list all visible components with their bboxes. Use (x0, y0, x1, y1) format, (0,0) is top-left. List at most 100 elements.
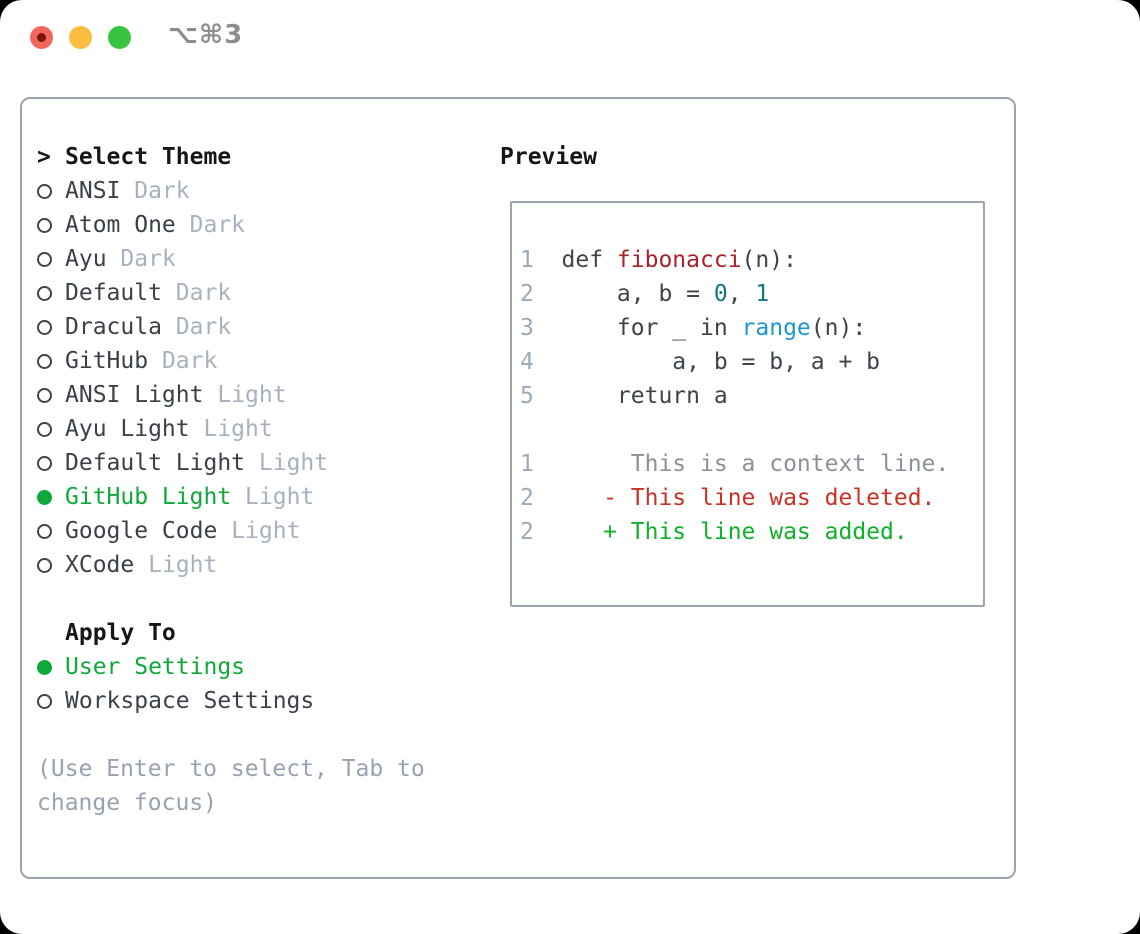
preview-box (510, 201, 985, 607)
code-token: - This line was deleted. (561, 485, 936, 511)
theme-name: Dracula (65, 314, 162, 340)
theme-option[interactable]: ANSI Light Light (37, 378, 328, 412)
theme-variant-badge: Dark (161, 348, 218, 374)
code-token: (n): (741, 247, 797, 273)
theme-option[interactable]: XCode Light (37, 548, 328, 582)
code-line: 5 return a (520, 379, 949, 413)
theme-name: Google Code (65, 518, 218, 544)
apply-to-option-label: User Settings (65, 654, 246, 680)
theme-name: Default Light (65, 450, 246, 476)
apply-to-option[interactable]: Workspace Settings (37, 684, 314, 718)
close-dot-icon (37, 33, 46, 42)
radio-unselected-icon[interactable] (37, 455, 52, 471)
theme-option[interactable]: Default Light Light (37, 446, 328, 480)
code-line (520, 413, 949, 447)
code-line: 4 a, b = b, a + b (520, 345, 949, 379)
radio-unselected-icon[interactable] (37, 693, 52, 709)
theme-option[interactable]: Ayu Dark (37, 242, 328, 276)
line-number: 1 (520, 451, 534, 477)
code-token: 1 (755, 281, 770, 307)
code-line: 2 a, b = 0, 1 (520, 277, 949, 311)
radio-unselected-icon[interactable] (37, 183, 52, 199)
radio-unselected-icon[interactable] (37, 285, 52, 301)
code-line: 3 for _ in range(n): (520, 311, 949, 345)
code-token: a, b = b, a + b (561, 349, 881, 375)
theme-name: GitHub (65, 348, 149, 374)
radio-selected-icon[interactable] (37, 659, 52, 675)
apply-to-option[interactable]: User Settings (37, 650, 314, 684)
theme-list-header-label: Select Theme (65, 144, 232, 170)
code-token: (n): (810, 315, 867, 341)
theme-variant-badge: Dark (120, 246, 176, 272)
theme-name: Ayu (65, 246, 107, 272)
theme-option[interactable]: Dracula Dark (37, 310, 328, 344)
theme-name: Ayu Light (65, 416, 190, 442)
preview-title: Preview (500, 144, 597, 170)
theme-variant-badge: Dark (175, 314, 232, 340)
theme-option[interactable]: Ayu Light Light (37, 412, 328, 446)
radio-unselected-icon[interactable] (37, 353, 52, 369)
radio-unselected-icon[interactable] (37, 523, 52, 539)
apply-to-option-label: Workspace Settings (65, 688, 315, 714)
code-line: 1 This is a context line. (520, 447, 949, 481)
code-token: 0 (713, 281, 728, 307)
theme-option[interactable]: ANSI Dark (37, 174, 328, 208)
theme-option[interactable]: Default Dark (37, 276, 328, 310)
radio-unselected-icon[interactable] (37, 387, 52, 403)
theme-name: Default (65, 280, 162, 306)
theme-option[interactable]: GitHub Light Light (37, 480, 328, 514)
window-title: ⌥⌘3 (168, 20, 244, 50)
keyboard-hint: (Use Enter to select, Tab to change focu… (37, 756, 425, 816)
apply-to-header: Apply To (37, 616, 314, 650)
code-token: fibonacci (616, 247, 742, 273)
code-token: for _ in (561, 315, 742, 341)
theme-variant-badge: Light (148, 552, 218, 578)
minimize-button[interactable] (69, 26, 92, 49)
radio-unselected-icon[interactable] (37, 217, 52, 233)
line-number: 2 (520, 519, 534, 545)
line-number: 2 (520, 281, 534, 307)
theme-name: ANSI Light (65, 382, 204, 408)
theme-list-header: > Select Theme (37, 140, 328, 174)
line-number: 4 (520, 349, 534, 375)
radio-selected-icon[interactable] (37, 489, 52, 505)
theme-variant-badge: Light (231, 518, 301, 544)
theme-name: ANSI (65, 178, 121, 204)
apply-to-header-label: Apply To (65, 620, 176, 646)
theme-option[interactable]: Google Code Light (37, 514, 328, 548)
code-line: 2 + This line was added. (520, 515, 949, 549)
theme-variant-badge: Dark (175, 280, 232, 306)
code-token: a, b = (561, 281, 714, 307)
radio-unselected-icon[interactable] (37, 319, 52, 335)
theme-variant-badge: Dark (189, 212, 246, 238)
code-token: + This line was added. (561, 519, 908, 545)
theme-name: Atom One (65, 212, 176, 238)
code-token: range (741, 315, 811, 341)
code-token: def (561, 247, 617, 273)
code-line: 2 - This line was deleted. (520, 481, 949, 515)
code-token: , (727, 281, 756, 307)
theme-option[interactable]: Atom One Dark (37, 208, 328, 242)
cursor-marker: > (37, 144, 51, 170)
theme-variant-badge: Light (217, 382, 287, 408)
radio-unselected-icon[interactable] (37, 421, 52, 437)
close-button[interactable] (30, 26, 53, 49)
line-number: 5 (520, 383, 534, 409)
theme-variant-badge: Light (203, 416, 273, 442)
line-number: 2 (520, 485, 534, 511)
zoom-button[interactable] (108, 26, 131, 49)
theme-variant-badge: Dark (134, 178, 190, 204)
code-token: This is a context line. (561, 451, 950, 477)
code-line: 1 def fibonacci(n): (520, 243, 949, 277)
line-number: 1 (520, 247, 534, 273)
theme-option[interactable]: GitHub Dark (37, 344, 328, 378)
radio-unselected-icon[interactable] (37, 557, 52, 573)
line-number: 3 (520, 315, 534, 341)
theme-variant-badge: Light (245, 484, 315, 510)
code-token: return a (561, 383, 728, 409)
radio-unselected-icon[interactable] (37, 251, 52, 267)
